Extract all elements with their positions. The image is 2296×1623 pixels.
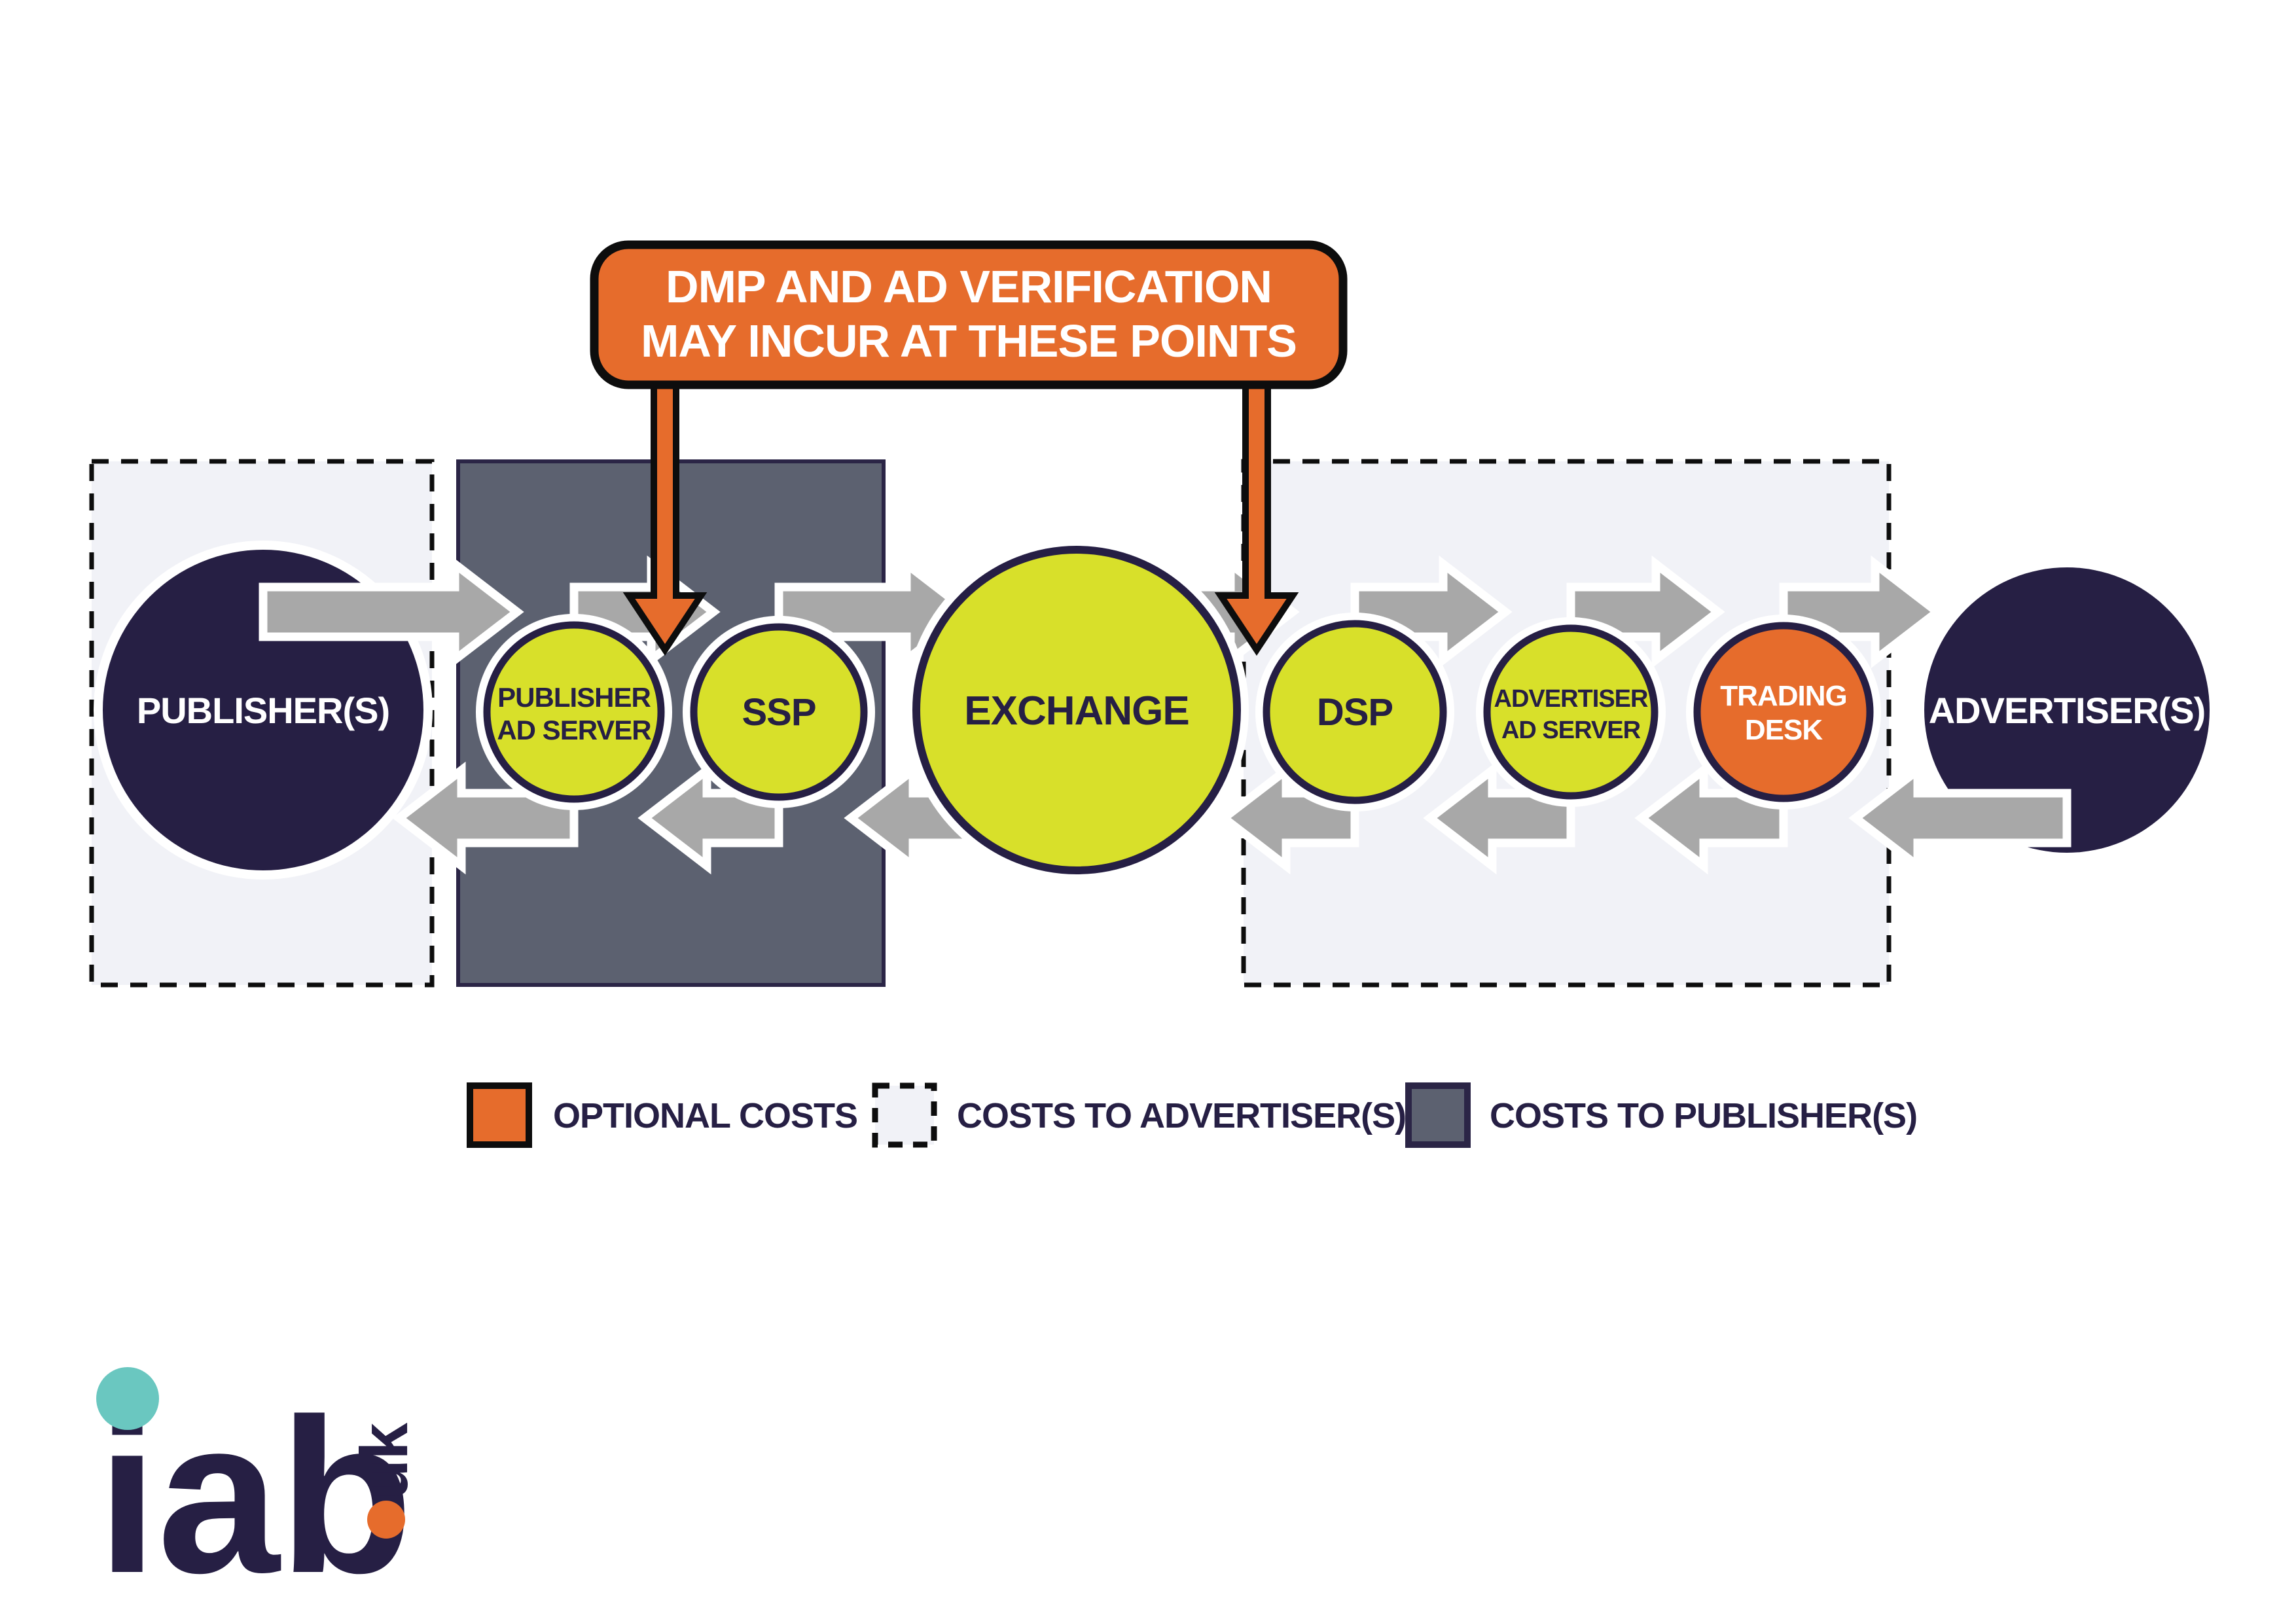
trading-desk-label-line2: DESK xyxy=(1745,714,1823,746)
node-publisher-ad-server: PUBLISHER AD SERVER xyxy=(476,614,672,810)
dsp-label: DSP xyxy=(1317,691,1393,734)
callout: DMP AND AD VERIFICATION MAY INCUR AT THE… xyxy=(590,240,1348,389)
iab-orange-dot-icon xyxy=(367,1501,405,1539)
callout-pointer-arrows xyxy=(622,373,1299,656)
legend-item-costs-to-publishers: COSTS TO PUBLISHER(S) xyxy=(1405,1082,1918,1148)
iab-uk-logo: iab uk xyxy=(96,1367,422,1619)
legend-label-optional-costs: OPTIONAL COSTS xyxy=(553,1096,857,1135)
legend-swatch-optional-costs xyxy=(467,1082,532,1148)
arrow-right-publishers-to-pub-ad-server xyxy=(259,555,524,669)
legend: OPTIONAL COSTS COSTS TO ADVERTISER(S) CO… xyxy=(467,1082,1918,1148)
iab-teal-dot-icon xyxy=(96,1367,159,1430)
node-exchange: EXCHANGE xyxy=(905,538,1249,882)
dsp-circle xyxy=(1263,620,1447,804)
adv-ad-server-label-line1: ADVERTISER xyxy=(1494,685,1648,713)
legend-label-costs-to-advertisers: COSTS TO ADVERTISER(S) xyxy=(957,1096,1406,1135)
legend-swatch-costs-to-advertisers xyxy=(872,1082,937,1148)
callout-box xyxy=(590,240,1348,389)
ssp-label: SSP xyxy=(742,691,816,734)
callout-text-line2: MAY INCUR AT THESE POINTS xyxy=(641,315,1297,366)
legend-item-optional-costs: OPTIONAL COSTS xyxy=(467,1082,858,1148)
pub-ad-server-circle xyxy=(483,621,665,803)
callout-text-line1: DMP AND AD VERIFICATION xyxy=(666,261,1272,312)
adv-ad-server-label-line2: AD SERVER xyxy=(1501,717,1641,744)
iab-uk-suffix: uk xyxy=(347,1423,422,1500)
adv-ad-server-circle xyxy=(1483,624,1659,800)
trading-desk-label-line1: TRADING xyxy=(1720,680,1846,712)
node-advertiser-ad-server: ADVERTISER AD SERVER xyxy=(1476,617,1666,807)
exchange-label: EXCHANGE xyxy=(964,688,1189,734)
arrow-left-advertisers-to-trading-desk xyxy=(1848,761,2072,875)
publishers-label: PUBLISHER(S) xyxy=(137,690,389,731)
exchange-circle xyxy=(912,546,1241,874)
node-trading-desk: TRADING DESK xyxy=(1686,615,1881,810)
callout-arrow-to-exchange-dsp xyxy=(1214,373,1299,656)
node-dsp: DSP xyxy=(1255,613,1454,812)
flow-arrows-bottom xyxy=(392,761,2072,875)
callout-arrow-to-pub-ad-server-ssp xyxy=(622,373,708,656)
legend-label-costs-to-publishers: COSTS TO PUBLISHER(S) xyxy=(1490,1096,1917,1135)
advertisers-circle xyxy=(1924,567,2210,853)
legend-swatch-costs-to-publishers xyxy=(1405,1082,1471,1148)
legend-item-costs-to-advertisers: COSTS TO ADVERTISER(S) xyxy=(872,1082,1407,1148)
advertisers-label: ADVERTISER(S) xyxy=(1929,690,2206,731)
ssp-circle xyxy=(690,623,868,801)
node-ssp: SSP xyxy=(683,616,875,808)
node-advertisers xyxy=(1915,558,2219,862)
pub-ad-server-label-line2: AD SERVER xyxy=(497,715,651,745)
pub-ad-server-label-line1: PUBLISHER xyxy=(497,682,651,713)
trading-desk-circle xyxy=(1693,622,1874,802)
